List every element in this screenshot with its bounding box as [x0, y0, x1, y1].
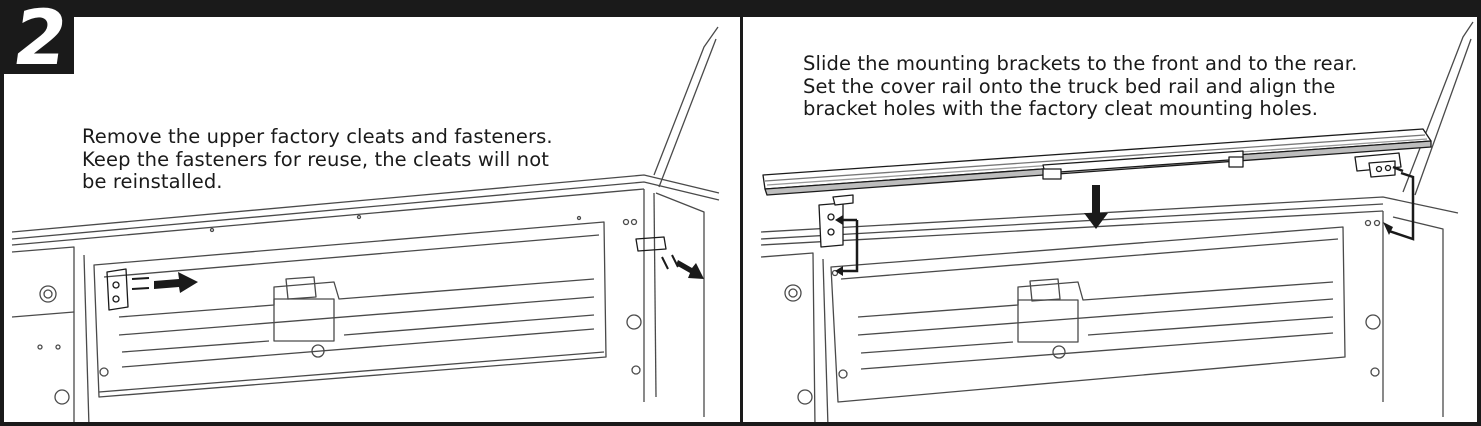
- step-number: 2: [7, 0, 70, 82]
- arrow-front-bracket-icon: [835, 215, 859, 276]
- arrow-rear-bracket-icon: [1383, 165, 1415, 241]
- instruction-line: Remove the upper factory cleats and fast…: [82, 125, 553, 148]
- arrow-left-cleat-icon: [154, 272, 198, 293]
- instruction-line: bracket holes with the factory cleat mou…: [803, 97, 1319, 120]
- instruction-line: be reinstalled.: [82, 170, 223, 193]
- panel-divider: [740, 17, 743, 422]
- instruction-line: Keep the fasteners for reuse, the cleats…: [82, 147, 549, 171]
- instruction-text-mount-rail: Slide the mounting brackets to the front…: [803, 52, 1358, 121]
- panel-mount-rail: [743, 17, 1477, 422]
- arrow-right-cleat-icon: [676, 260, 704, 279]
- truck-bed-illustration-left: [11, 26, 720, 422]
- arrow-down-rail-icon: [1084, 185, 1108, 229]
- panel-remove-cleats: [4, 17, 740, 422]
- instruction-text-remove-cleats: Remove the upper factory cleats and fast…: [82, 125, 553, 194]
- instruction-line: Slide the mounting brackets to the front…: [803, 52, 1358, 75]
- truck-bed-illustration-right: [760, 21, 1474, 422]
- step-badge: 2: [0, 0, 74, 82]
- cover-rail-assembly: [762, 128, 1432, 248]
- instruction-line: Set the cover rail onto the truck bed ra…: [803, 74, 1336, 98]
